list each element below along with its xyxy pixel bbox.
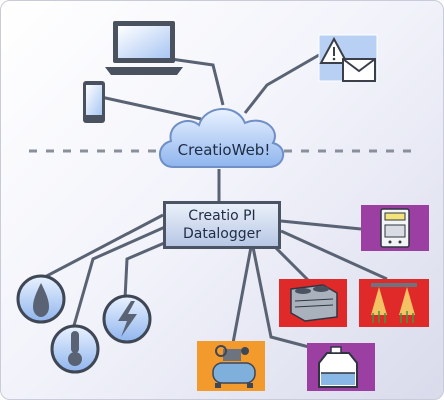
link-logger-tank — [251, 246, 310, 349]
link-logger-drop — [40, 213, 164, 281]
tank-icon — [307, 343, 375, 391]
datalogger-box: Creatio PI Datalogger — [163, 201, 281, 249]
link-logger-compressor — [231, 246, 253, 344]
datalogger-label-line1: Creatio PI — [188, 208, 256, 224]
link-laptop-cloud — [170, 57, 225, 106]
link-logger-chiller — [271, 243, 313, 285]
link-alert-cloud — [243, 53, 320, 114]
water-drop-icon — [16, 274, 66, 324]
chiller-icon — [279, 279, 347, 327]
lightning-icon — [102, 294, 152, 344]
meter-icon — [361, 205, 429, 251]
compressor-icon — [197, 341, 265, 391]
link-logger-bolt — [123, 239, 170, 300]
alert-mail-icon — [318, 34, 378, 82]
laptop-icon — [105, 21, 183, 75]
link-logger-meter — [280, 219, 362, 231]
link-logger-thermo — [71, 225, 166, 330]
link-logger-sprinkler — [280, 229, 388, 281]
phone-icon — [83, 81, 105, 123]
thermometer-icon — [50, 324, 100, 374]
link-phone-cloud — [100, 95, 202, 121]
datalogger-label-line2: Datalogger — [182, 226, 262, 242]
sprinkler-icon — [359, 279, 429, 327]
cloud-label: CreatioWeb! — [177, 141, 271, 159]
cloud-icon — [159, 108, 284, 168]
